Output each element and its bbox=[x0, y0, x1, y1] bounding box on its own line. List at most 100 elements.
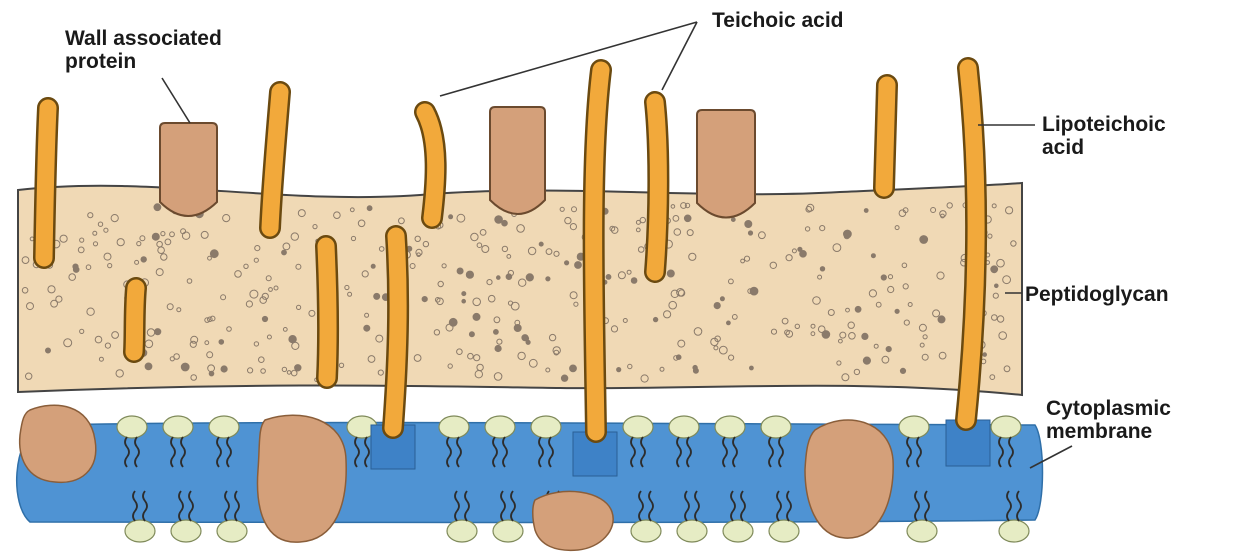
lipid-head bbox=[715, 416, 745, 438]
peptidoglycan-granule bbox=[565, 261, 569, 265]
peptidoglycan-granule bbox=[546, 277, 550, 281]
peptidoglycan-granule bbox=[720, 297, 724, 301]
peptidoglycan-granule bbox=[262, 316, 267, 321]
lipid-head bbox=[999, 520, 1029, 542]
peptidoglycan-granule bbox=[862, 333, 868, 339]
peptidoglycan-granule bbox=[820, 267, 824, 271]
peptidoglycan-granule bbox=[73, 264, 78, 269]
peptidoglycan-granule bbox=[798, 247, 802, 251]
peptidoglycan-granule bbox=[282, 250, 287, 255]
peptidoglycan-granule bbox=[570, 365, 577, 372]
lipid-head bbox=[769, 520, 799, 542]
label-peptidoglycan: Peptidoglycan bbox=[1025, 283, 1169, 306]
peptidoglycan-granule bbox=[457, 268, 463, 274]
peptidoglycan-granule bbox=[684, 215, 691, 222]
peptidoglycan-granule bbox=[653, 317, 657, 321]
peptidoglycan-granule bbox=[462, 299, 466, 303]
peptidoglycan-granule bbox=[750, 287, 758, 295]
peptidoglycan-granule bbox=[449, 215, 453, 219]
peptidoglycan-granule bbox=[154, 204, 161, 211]
peptidoglycan-granule bbox=[289, 336, 296, 343]
label-wall-associated-protein-line1: Wall associated bbox=[65, 27, 222, 50]
peptidoglycan-granule bbox=[469, 332, 474, 337]
peptidoglycan-granule bbox=[219, 340, 224, 345]
peptidoglycan-granule bbox=[152, 233, 159, 240]
peptidoglycan-granule bbox=[522, 335, 528, 341]
teichoic-acid bbox=[44, 108, 48, 258]
lipid-head bbox=[631, 520, 661, 542]
peptidoglycan-granule bbox=[731, 218, 735, 222]
label-cytoplasmic-membrane-line2: membrane bbox=[1046, 420, 1152, 443]
label-lipoteichoic-acid-line2: acid bbox=[1042, 136, 1084, 159]
lipid-head bbox=[439, 416, 469, 438]
peptidoglycan-granule bbox=[727, 321, 731, 325]
membrane-protein bbox=[20, 405, 96, 482]
lipid-head bbox=[125, 520, 155, 542]
peptidoglycan-granule bbox=[295, 365, 301, 371]
peptidoglycan-granule bbox=[714, 303, 720, 309]
peptidoglycan-granule bbox=[991, 266, 998, 273]
peptidoglycan-granule bbox=[745, 221, 752, 228]
lipid-head bbox=[163, 416, 193, 438]
label-lipoteichoic-acid: Lipoteichoic acid bbox=[1042, 113, 1172, 159]
lipid-head bbox=[623, 416, 653, 438]
peptidoglycan-granule bbox=[497, 276, 501, 280]
peptidoglycan-granule bbox=[539, 242, 543, 246]
peptidoglycan-granule bbox=[145, 363, 152, 370]
leader-line-teichoic-right bbox=[662, 22, 697, 90]
peptidoglycan-granule bbox=[881, 275, 886, 280]
lipid-head bbox=[171, 520, 201, 542]
lipid-head bbox=[447, 520, 477, 542]
teichoic-acid bbox=[134, 288, 136, 352]
label-lipoteichoic-acid-line1: Lipoteichoic bbox=[1042, 113, 1166, 136]
peptidoglycan-granule bbox=[422, 297, 427, 302]
peptidoglycan-granule bbox=[466, 271, 473, 278]
label-teichoic-acid: Teichoic acid bbox=[712, 9, 844, 32]
lipid-head bbox=[761, 416, 791, 438]
peptidoglycan-granule bbox=[938, 316, 945, 323]
peptidoglycan-granule bbox=[855, 306, 861, 312]
peptidoglycan-granule bbox=[367, 206, 372, 211]
peptidoglycan-granule bbox=[631, 278, 637, 284]
peptidoglycan-granule bbox=[526, 274, 533, 281]
peptidoglycan-granule bbox=[495, 216, 503, 224]
lipid-head bbox=[485, 416, 515, 438]
lipid-head bbox=[217, 520, 247, 542]
lipid-head bbox=[531, 416, 561, 438]
peptidoglycan-granule bbox=[983, 353, 987, 357]
peptidoglycan-granule bbox=[863, 357, 870, 364]
peptidoglycan-granule bbox=[473, 313, 480, 320]
peptidoglycan-granule bbox=[750, 366, 754, 370]
label-wall-associated-protein-line2: protein bbox=[65, 50, 136, 73]
peptidoglycan-granule bbox=[502, 220, 508, 226]
peptidoglycan-granule bbox=[748, 231, 752, 235]
membrane-protein bbox=[257, 415, 346, 542]
peptidoglycan-granule bbox=[364, 325, 370, 331]
peptidoglycan-granule bbox=[449, 318, 457, 326]
wall-associated-protein bbox=[160, 123, 217, 216]
peptidoglycan-granule bbox=[181, 363, 189, 371]
teichoic-acid bbox=[884, 85, 887, 188]
peptidoglycan-granule bbox=[141, 257, 146, 262]
lipid-head bbox=[677, 520, 707, 542]
peptidoglycan-granule bbox=[495, 345, 501, 351]
peptidoglycan-granule bbox=[606, 275, 611, 280]
label-cytoplasmic-membrane: Cytoplasmic membrane bbox=[1046, 397, 1177, 443]
wall-associated-protein bbox=[490, 107, 545, 214]
peptidoglycan-granule bbox=[210, 250, 218, 258]
peptidoglycan-granule bbox=[494, 330, 499, 335]
lipoteichoic-acid bbox=[594, 70, 601, 432]
peptidoglycan-granule bbox=[693, 368, 698, 373]
peptidoglycan-granule bbox=[895, 309, 899, 313]
peptidoglycan-granule bbox=[864, 209, 868, 213]
label-wall-associated-protein: Wall associated protein bbox=[65, 27, 228, 73]
lipid-head bbox=[899, 416, 929, 438]
lipid-head bbox=[991, 416, 1021, 438]
lipid-head bbox=[117, 416, 147, 438]
membrane-protein bbox=[533, 491, 613, 550]
lipid-head bbox=[723, 520, 753, 542]
lipid-head bbox=[209, 416, 239, 438]
peptidoglycan-granule bbox=[900, 368, 905, 373]
lipid-head bbox=[493, 520, 523, 542]
